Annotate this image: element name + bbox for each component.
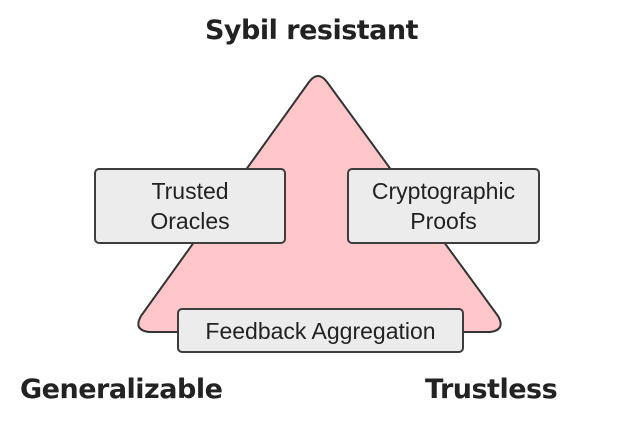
trusted-oracles-box: Trusted Oracles [94, 168, 286, 244]
corner-label-right: Trustless [425, 374, 558, 405]
trusted-oracles-line-1: Trusted [151, 178, 229, 204]
cryptographic-proofs-line-2: Proofs [410, 208, 477, 234]
cryptographic-proofs-box: Cryptographic Proofs [347, 168, 540, 244]
trusted-oracles-line-2: Oracles [150, 208, 230, 234]
trilemma-triangle [137, 75, 502, 333]
cryptographic-proofs-line-1: Cryptographic [371, 178, 516, 204]
corner-label-top: Sybil resistant [204, 15, 419, 46]
feedback-aggregation-box: Feedback Aggregation [177, 308, 464, 353]
corner-label-left: Generalizable [20, 374, 223, 405]
